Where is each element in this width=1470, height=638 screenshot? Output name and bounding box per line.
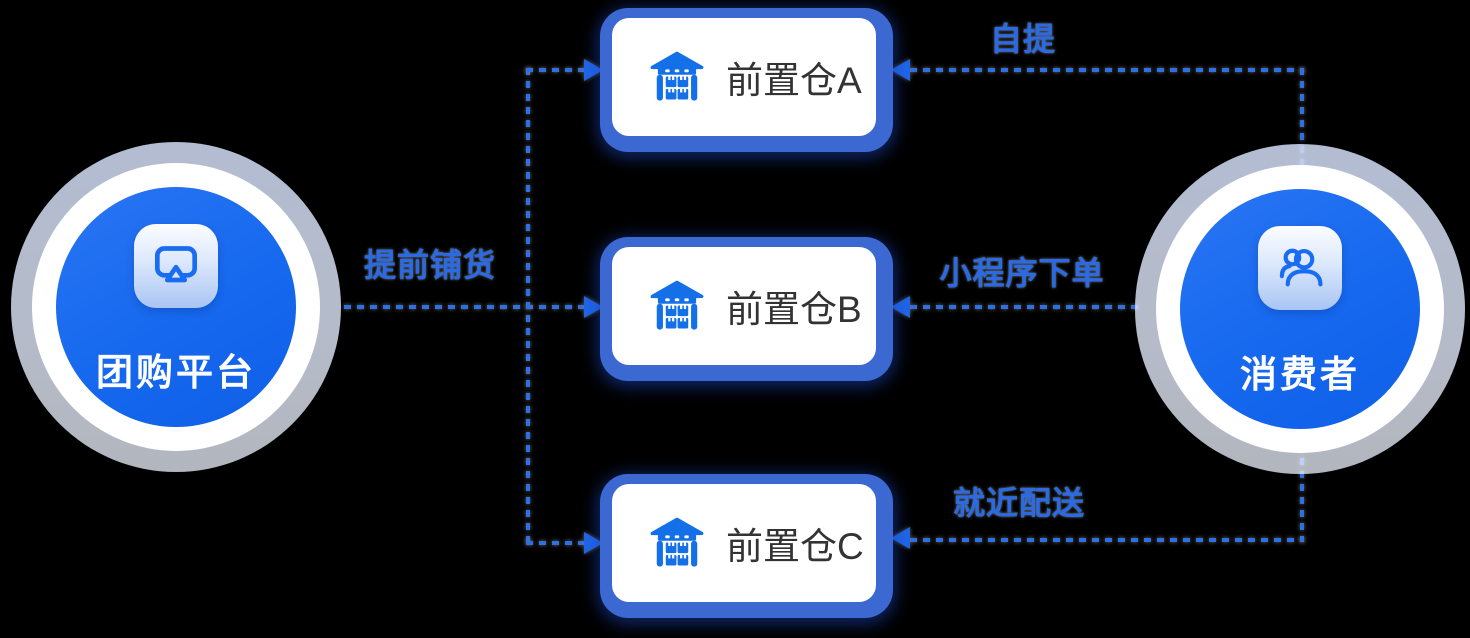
card-warehouse-a-inner: 前置仓A [612,18,876,136]
edge-consumer-to-warehouse-a [910,68,1304,72]
warehouse-b-label: 前置仓B [726,289,862,330]
screen-cast-icon [134,224,218,308]
edge-consumer-to-warehouse-b [910,305,1140,309]
edge-label-self-pickup: 自提 [989,21,1057,57]
warehouse-a-label: 前置仓A [726,60,862,101]
edge-branch-vertical-left [526,68,530,545]
edge-label-stock-in-advance: 提前铺货 [363,247,497,283]
edge-label-nearby-delivery: 就近配送 [952,485,1086,521]
edge-branch-to-warehouse-c [526,541,584,545]
node-consumer: 消费者 [1135,144,1465,474]
arrowhead-into-warehouse-b-right [891,296,910,318]
users-icon [1258,226,1342,310]
consumer-circle: 消费者 [1180,189,1420,429]
arrowhead-into-warehouse-b-left [584,296,603,318]
edge-consumer-to-warehouse-c [910,538,1304,542]
platform-label: 团购平台 [96,352,256,393]
node-group-buy-platform: 团购平台 [11,142,341,472]
arrowhead-into-warehouse-a-right [891,59,910,81]
warehouse-c-label: 前置仓C [726,526,864,567]
arrowhead-into-warehouse-a-left [584,59,603,81]
edge-label-miniprogram-order: 小程序下单 [939,255,1105,291]
edge-branch-to-warehouse-a [526,68,584,72]
card-warehouse-c-inner: 前置仓C [612,484,876,602]
edge-platform-to-branch [344,305,584,309]
consumer-label: 消费者 [1240,354,1360,395]
platform-circle: 团购平台 [56,187,296,427]
card-warehouse-a: 前置仓A [600,8,893,152]
warehouse-icon [650,51,704,101]
card-warehouse-c: 前置仓C [600,474,893,618]
card-warehouse-b-inner: 前置仓B [612,247,876,365]
warehouse-icon [650,517,704,567]
card-warehouse-b: 前置仓B [600,237,893,381]
arrowhead-into-warehouse-c-left [584,532,603,554]
warehouse-icon [650,280,704,330]
arrowhead-into-warehouse-c-right [891,527,910,549]
